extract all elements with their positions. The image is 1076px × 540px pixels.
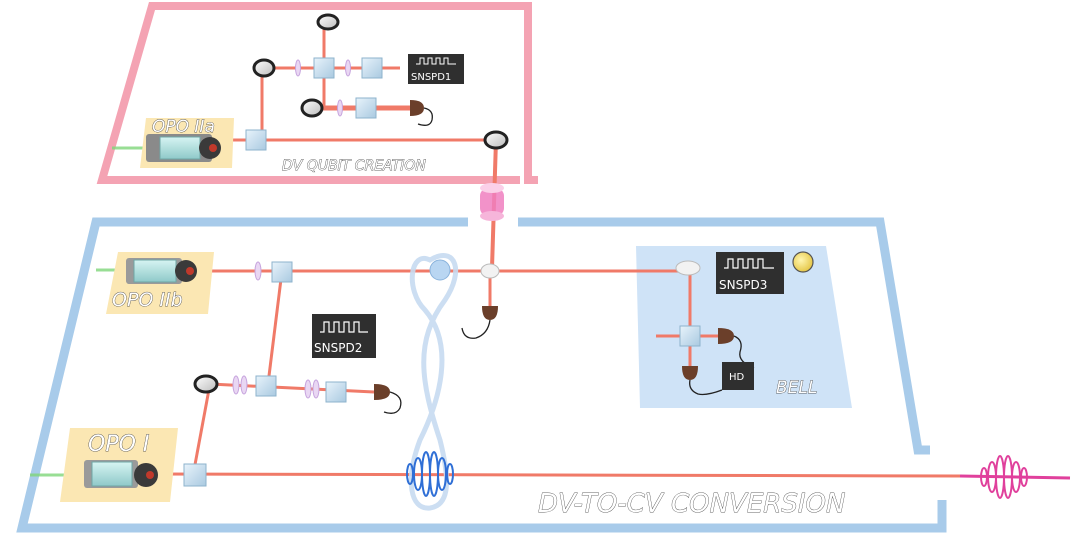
mirrors bbox=[193, 13, 509, 394]
snspd3-label: SNSPD3 bbox=[719, 278, 767, 292]
photodiodes bbox=[374, 100, 734, 400]
bell-label: BELL bbox=[776, 378, 817, 398]
opo-2a-source bbox=[140, 118, 234, 168]
waveplates bbox=[232, 59, 351, 399]
beam-splitter-cubes bbox=[183, 57, 701, 487]
dv-qubit-creation-frame bbox=[96, 2, 538, 184]
bell-indicator-light bbox=[792, 251, 814, 273]
snspd1-label: SNSPD1 bbox=[411, 72, 451, 83]
opo-1-source bbox=[60, 428, 178, 502]
conversion-label: DV-TO-CV CONVERSION bbox=[538, 489, 845, 519]
snspd1-box bbox=[408, 54, 464, 84]
hd-box bbox=[722, 362, 754, 390]
opo-1-label: OPO I bbox=[88, 432, 149, 457]
conversion-loop bbox=[408, 253, 459, 511]
opo-2a-label: OPO IIa bbox=[152, 117, 215, 137]
opo-2b-source bbox=[106, 252, 214, 314]
cv-wavepacket bbox=[980, 455, 1028, 499]
dv-qubit-creation-label: DV QUBIT CREATION bbox=[282, 158, 426, 174]
dv-wavepacket bbox=[406, 451, 454, 497]
loop-coupler bbox=[429, 259, 451, 281]
hd-label: HD bbox=[729, 372, 745, 383]
opo-2b-label: OPO IIb bbox=[112, 289, 183, 311]
snspd2-label: SNSPD2 bbox=[314, 341, 362, 355]
snspd2-box bbox=[312, 314, 376, 358]
filter-cavity bbox=[480, 183, 504, 221]
partial-mirrors bbox=[480, 260, 701, 279]
conversion-frame bbox=[16, 217, 947, 533]
snspd3-box bbox=[716, 252, 784, 294]
